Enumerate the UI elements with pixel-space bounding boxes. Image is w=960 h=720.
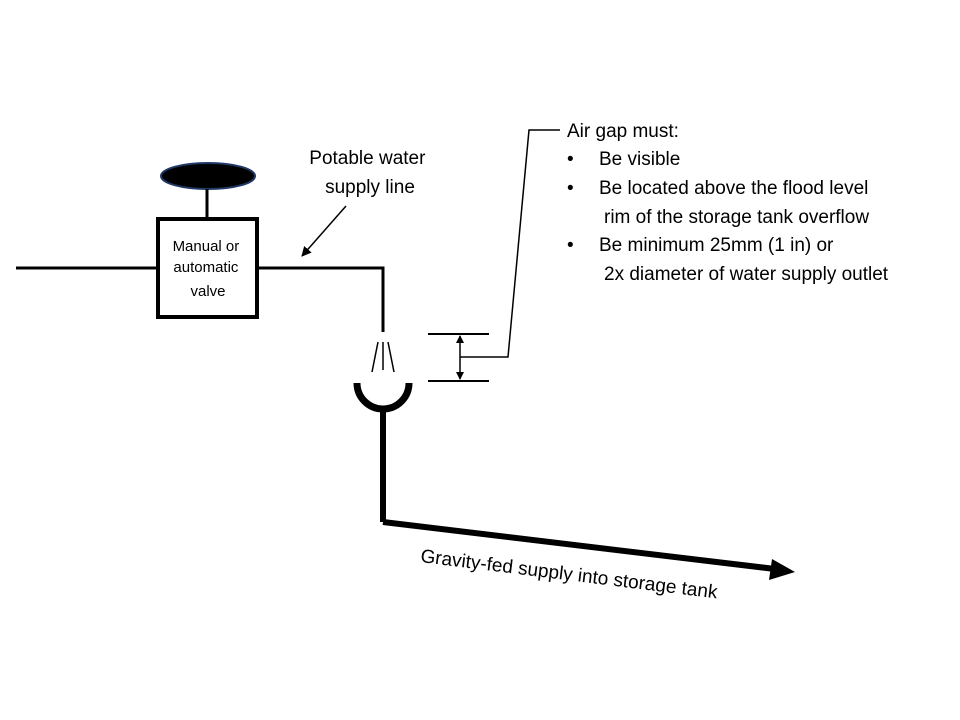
water-stream-line <box>371 341 379 373</box>
supply-line-label-line: Potable water <box>309 148 426 169</box>
valve-label-line: Manual or <box>173 238 240 255</box>
air-gap-requirement-continued: 2x diameter of water supply outlet <box>604 264 889 285</box>
air-gap-requirement: Be minimum 25mm (1 in) or <box>599 235 834 256</box>
bullet-glyph: • <box>567 149 574 170</box>
svg-text:Potable water supply line: Potable water supply line <box>309 148 430 198</box>
air-gap-requirement: Be visible <box>599 149 680 170</box>
receiving-funnel <box>353 382 413 413</box>
bullet-glyph: • <box>567 235 574 256</box>
valve-label-line: valve <box>190 283 225 300</box>
bullet-glyph: • <box>567 178 574 199</box>
air-gap-heading: Air gap must: <box>567 121 679 142</box>
supply-line-label-line: supply line <box>325 177 415 198</box>
valve-label-line: automatic <box>173 259 239 276</box>
svg-text:Manual or automatic va: Manual or automatic valve <box>173 238 244 300</box>
valve-handwheel <box>160 162 256 190</box>
air-gap-leader-line <box>460 129 560 358</box>
supply-pipe <box>257 266 385 332</box>
outflow-pipe-run <box>382 519 776 572</box>
air-gap-requirement: Be located above the flood level <box>599 178 868 199</box>
supply-line-leader-arrow <box>301 205 347 257</box>
water-stream-line <box>387 341 395 373</box>
air-gap-requirement-continued: rim of the storage tank overflow <box>604 207 869 228</box>
outflow-arrowhead <box>769 559 795 580</box>
